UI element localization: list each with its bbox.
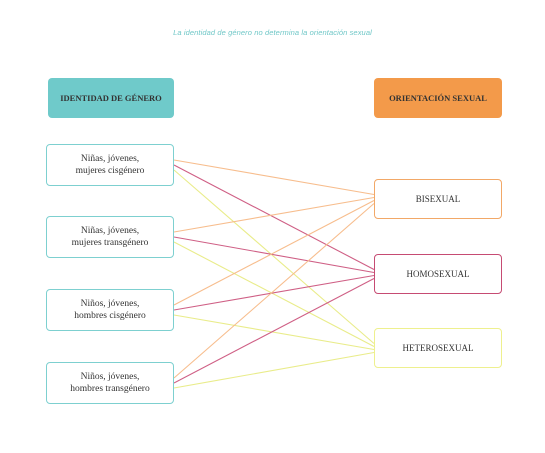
link-1-to-heterosexual: [173, 169, 375, 344]
link-4-to-bisexual: [173, 203, 375, 379]
link-3-to-heterosexual: [173, 314, 375, 351]
link-2-to-heterosexual: [173, 241, 375, 347]
node-girls-transgender-line2: mujeres transgénero: [71, 238, 149, 248]
node-boys-cisgender-line2: hombres cisgénero: [74, 311, 146, 321]
node-boys-transgender-line1: Niños, jóvenes,: [80, 372, 140, 382]
link-3-to-bisexual: [173, 200, 375, 306]
diagram-caption: La identidad de género no determina la o…: [173, 28, 372, 37]
node-girls-transgender-line1: Niñas, jóvenes,: [80, 226, 140, 236]
link-1-to-bisexual: [173, 159, 375, 196]
node-heterosexual: HETEROSEXUAL: [374, 328, 502, 368]
link-4-to-homosexual: [173, 278, 375, 384]
node-boys-transgender-line2: hombres transgénero: [70, 384, 150, 394]
node-girls-cisgender-line2: mujeres cisgénero: [75, 166, 145, 176]
node-bisexual: BISEXUAL: [374, 179, 502, 219]
gender-identity-header: IDENTIDAD DE GÉNERO: [48, 78, 174, 118]
link-3-to-homosexual: [173, 274, 375, 311]
node-boys-cisgender: Niños, jóvenes, hombres cisgénero: [46, 289, 174, 331]
link-1-to-homosexual: [173, 164, 375, 270]
sexual-orientation-header: ORIENTACIÓN SEXUAL: [374, 78, 502, 118]
node-girls-cisgender-line1: Niñas, jóvenes,: [80, 154, 140, 164]
link-4-to-heterosexual: [173, 351, 375, 389]
link-2-to-homosexual: [173, 236, 375, 274]
link-2-to-bisexual: [173, 196, 375, 233]
node-boys-transgender: Niños, jóvenes, hombres transgénero: [46, 362, 174, 404]
node-homosexual: HOMOSEXUAL: [374, 254, 502, 294]
node-girls-transgender: Niñas, jóvenes, mujeres transgénero: [46, 216, 174, 258]
node-boys-cisgender-line1: Niños, jóvenes,: [80, 299, 140, 309]
node-girls-cisgender: Niñas, jóvenes, mujeres cisgénero: [46, 144, 174, 186]
